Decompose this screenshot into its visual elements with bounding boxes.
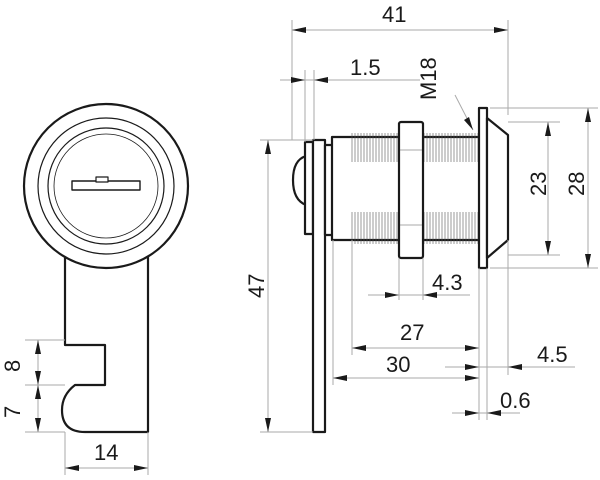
dimension-arrowhead [35, 385, 41, 399]
dim-8: 8 [0, 360, 25, 372]
dimension-arrowhead [352, 345, 366, 351]
dimension-arrowhead [291, 77, 305, 83]
dim-47: 47 [244, 274, 269, 298]
dimension-arrowhead [35, 340, 41, 354]
dimension-arrowhead [423, 292, 437, 298]
dim-m18: M18 [416, 57, 441, 100]
dimension-arrowhead [465, 345, 479, 351]
dimension-arrowhead [494, 27, 508, 33]
dim-28: 28 [564, 172, 589, 196]
dimension-arrows [35, 27, 591, 471]
dimension-arrowhead [465, 375, 479, 381]
dim-27: 27 [400, 320, 424, 345]
keyway-notch [95, 176, 109, 183]
dimension-arrowhead [35, 371, 41, 385]
dimension-arrowhead [134, 465, 148, 471]
dimension-arrowhead [314, 77, 328, 83]
dimension-labels: 41 1.5 M18 23 28 47 4.3 27 30 4.5 0.6 8 … [0, 2, 589, 465]
dim-7: 7 [0, 406, 25, 418]
dimension-arrowhead [545, 241, 551, 255]
dimension-arrowhead [385, 292, 399, 298]
washer [303, 140, 315, 236]
front-view [22, 102, 190, 434]
key-button [291, 154, 308, 207]
dim-23: 23 [526, 172, 551, 196]
dimension-arrowhead [35, 418, 41, 432]
dim-1-5: 1.5 [350, 55, 381, 80]
dimension-arrowhead [465, 410, 479, 416]
dimension-arrowhead [292, 27, 306, 33]
dim-4-3: 4.3 [432, 270, 463, 295]
dim-30: 30 [386, 352, 410, 377]
dimension-arrowhead [465, 364, 479, 370]
dimension-arrowhead [464, 117, 473, 130]
dimension-arrowhead [265, 418, 271, 432]
dim-14: 14 [94, 440, 118, 465]
dimension-arrowhead [508, 364, 522, 370]
bezel [485, 116, 510, 260]
dimension-arrowhead [545, 122, 551, 136]
dimension-arrowhead [487, 410, 501, 416]
side-view [291, 106, 510, 434]
dimension-arrowhead [585, 108, 591, 122]
dim-4-5: 4.5 [537, 342, 568, 367]
cam-front [60, 248, 150, 434]
threads [351, 133, 479, 244]
dimension-arrowhead [585, 254, 591, 268]
cam-plate [311, 138, 327, 434]
dim-0-6: 0.6 [500, 388, 531, 413]
dimension-arrowhead [265, 140, 271, 154]
hex-nut [397, 120, 425, 260]
dimension-arrowhead [65, 465, 79, 471]
dim-41: 41 [382, 2, 406, 27]
dimension-arrowhead [333, 375, 347, 381]
flange [477, 106, 489, 270]
